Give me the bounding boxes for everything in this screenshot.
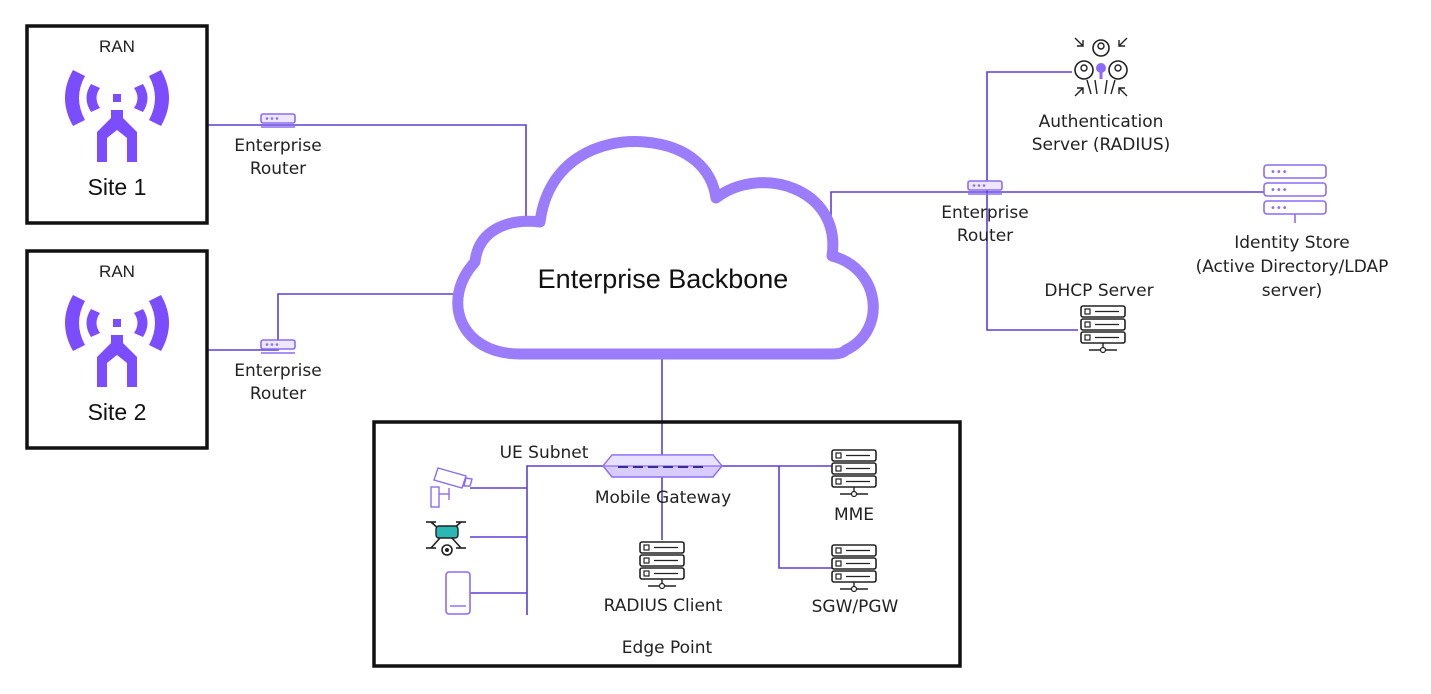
server-icon [831, 544, 877, 593]
site2-ran-label: RAN [99, 262, 135, 281]
edge-point-box: Edge Point UE Subnet Mobile Gateway MME [372, 420, 962, 668]
server-icon [639, 541, 685, 590]
server-icon [1080, 305, 1126, 354]
backbone-right-router-link [830, 191, 1295, 245]
mobile-phone-icon [445, 571, 471, 615]
ran-antenna-icon [65, 70, 169, 162]
site2-router-link [207, 293, 455, 351]
router-icon [967, 180, 1003, 195]
identity-store: ••• ••• ••• Identity Store (Active Direc… [1196, 164, 1389, 301]
site1-router-label-line1: Enterprise [234, 136, 321, 156]
site2-box: RAN Site 2 [25, 249, 209, 450]
radius-client-label: RADIUS Client [604, 596, 723, 616]
svg-text:•••: ••• [1270, 167, 1288, 178]
backbone-label: Enterprise Backbone [538, 264, 789, 294]
dhcp-server-label: DHCP Server [1044, 281, 1153, 301]
authentication-users-icon [1074, 37, 1128, 97]
site2-router-label-line2: Router [250, 384, 306, 404]
site1-label: Site 1 [88, 174, 147, 200]
site2-router: Enterprise Router [234, 339, 322, 404]
site1-ran-label: RAN [99, 37, 135, 56]
mobile-gateway-label: Mobile Gateway [595, 488, 731, 508]
ue-subnet-bus [526, 465, 603, 615]
dhcp-server-link [986, 192, 1078, 331]
enterprise-backbone-cloud: Enterprise Backbone [452, 136, 879, 360]
site1-box: RAN Site 1 [25, 24, 209, 225]
site2-router-label-line1: Enterprise [234, 361, 321, 381]
cloud-icon [452, 136, 879, 360]
right-router-label-line2: Router [957, 226, 1013, 246]
site1-router-label-line2: Router [250, 159, 306, 179]
auth-server-label-line1: Authentication [1039, 112, 1164, 132]
router-icon [260, 113, 296, 128]
ran-antenna-icon [65, 295, 169, 387]
router-icon [260, 339, 296, 354]
drone-icon [426, 521, 466, 556]
server-rack-icon: ••• ••• ••• [1263, 164, 1327, 223]
auth-server-label-line2: Server (RADIUS) [1032, 135, 1171, 155]
mme-label: MME [834, 505, 874, 525]
gateway-sgw-link [778, 466, 832, 569]
right-enterprise-router: Enterprise Router [941, 180, 1029, 246]
auth-server-link [986, 71, 1072, 192]
server-icon [831, 449, 877, 498]
dhcp-server: DHCP Server [1044, 281, 1154, 354]
site1-router: Enterprise Router [234, 113, 322, 179]
svg-text:•••: ••• [1270, 185, 1288, 196]
authentication-server: Authentication Server (RADIUS) [1032, 37, 1171, 155]
right-router-label-line1: Enterprise [941, 203, 1028, 223]
identity-store-label-line2: (Active Directory/LDAP [1196, 257, 1389, 277]
sgw-pgw-label: SGW/PGW [812, 597, 899, 617]
site2-label: Site 2 [88, 399, 147, 425]
ue-subnet-label: UE Subnet [500, 443, 589, 463]
mobile-gateway-icon [601, 454, 724, 478]
svg-text:•••: ••• [1270, 203, 1288, 214]
security-camera-icon [430, 467, 473, 508]
site1-router-link [207, 124, 527, 218]
identity-store-label-line1: Identity Store [1234, 233, 1350, 253]
identity-store-label-line3: server) [1262, 281, 1322, 301]
edge-point-label: Edge Point [622, 638, 713, 658]
